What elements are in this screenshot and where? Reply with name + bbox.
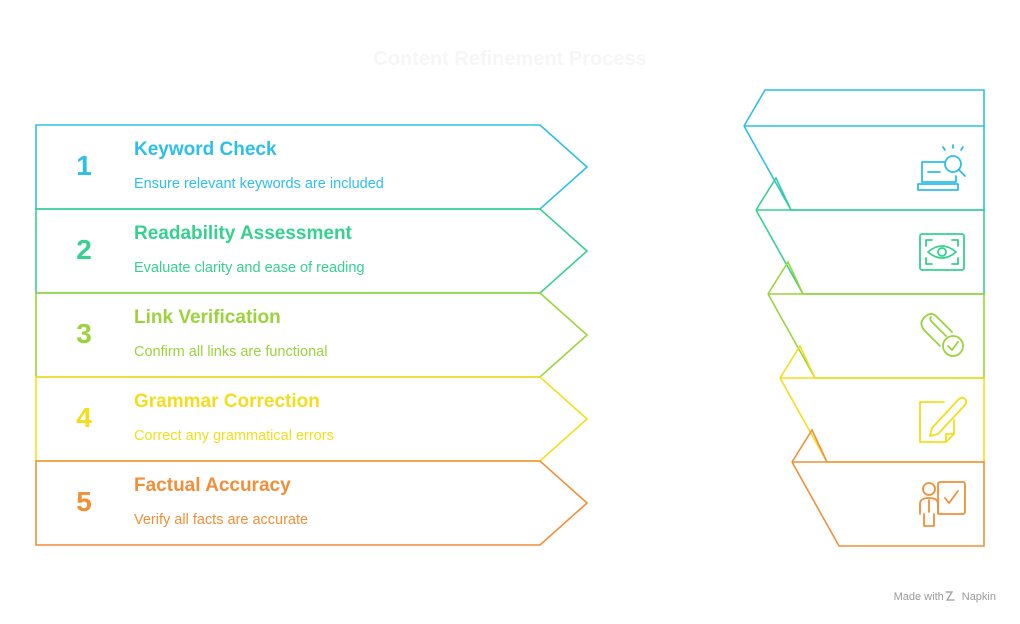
step-1-description: Ensure relevant keywords are included <box>134 176 384 192</box>
step-5-description: Verify all facts are accurate <box>134 512 309 528</box>
step-5-arrow-box <box>35 460 589 546</box>
step-3-arrow-box <box>35 292 589 378</box>
ribbon-fold-4 <box>779 344 816 379</box>
laptop-search-icon <box>917 144 966 191</box>
step-3-heading: Link Verification <box>134 307 281 328</box>
step-3-text: Link Verification Confirm all links are … <box>134 307 327 361</box>
brand-name: Napkin <box>948 591 996 603</box>
ribbon-segment-1 <box>743 125 985 211</box>
pen-paper-icon <box>919 396 968 443</box>
step-1-heading: Keyword Check <box>134 139 277 160</box>
step-2-arrow-box <box>35 208 589 294</box>
ribbon-fold-3 <box>767 260 804 295</box>
ribbon-fold-2 <box>755 176 792 211</box>
napkin-logo-icon <box>945 591 955 601</box>
ribbon-segment-2 <box>755 209 985 295</box>
diagram-title: Content Refinement Process <box>373 48 647 70</box>
step-4-text: Grammar Correction Correct any grammatic… <box>134 391 334 445</box>
ribbon-fold-5 <box>791 428 828 463</box>
step-5-heading: Factual Accuracy <box>134 475 291 496</box>
step-4-heading: Grammar Correction <box>134 391 320 412</box>
step-3-description: Confirm all links are functional <box>134 344 328 360</box>
step-1-arrow-box <box>35 124 589 210</box>
step-4-description: Correct any grammatical errors <box>134 428 334 444</box>
step-1-number: 1 <box>76 150 92 181</box>
brand-label: Napkin <box>961 591 996 603</box>
step-4-arrow-box <box>35 376 589 462</box>
eye-scan-icon <box>919 233 965 271</box>
ribbon-top-fold <box>743 89 985 127</box>
step-4-number: 4 <box>76 402 92 433</box>
step-2-heading: Readability Assessment <box>134 223 352 244</box>
step-2-description: Evaluate clarity and ease of reading <box>134 260 365 276</box>
step-5-text: Factual Accuracy Verify all facts are ac… <box>134 475 308 529</box>
step-5-number: 5 <box>76 486 92 517</box>
step-1-text: Keyword Check Ensure relevant keywords a… <box>134 139 384 193</box>
paperclip-check-icon <box>920 313 964 357</box>
ribbon-segment-5 <box>791 461 985 547</box>
person-check-icon <box>919 481 966 527</box>
made-with-label: Made with <box>893 591 944 603</box>
step-2-number: 2 <box>76 234 92 265</box>
footer-watermark[interactable]: Made with Napkin <box>894 591 996 603</box>
step-3-number: 3 <box>76 318 92 349</box>
step-2-text: Readability Assessment Evaluate clarity … <box>134 223 365 277</box>
